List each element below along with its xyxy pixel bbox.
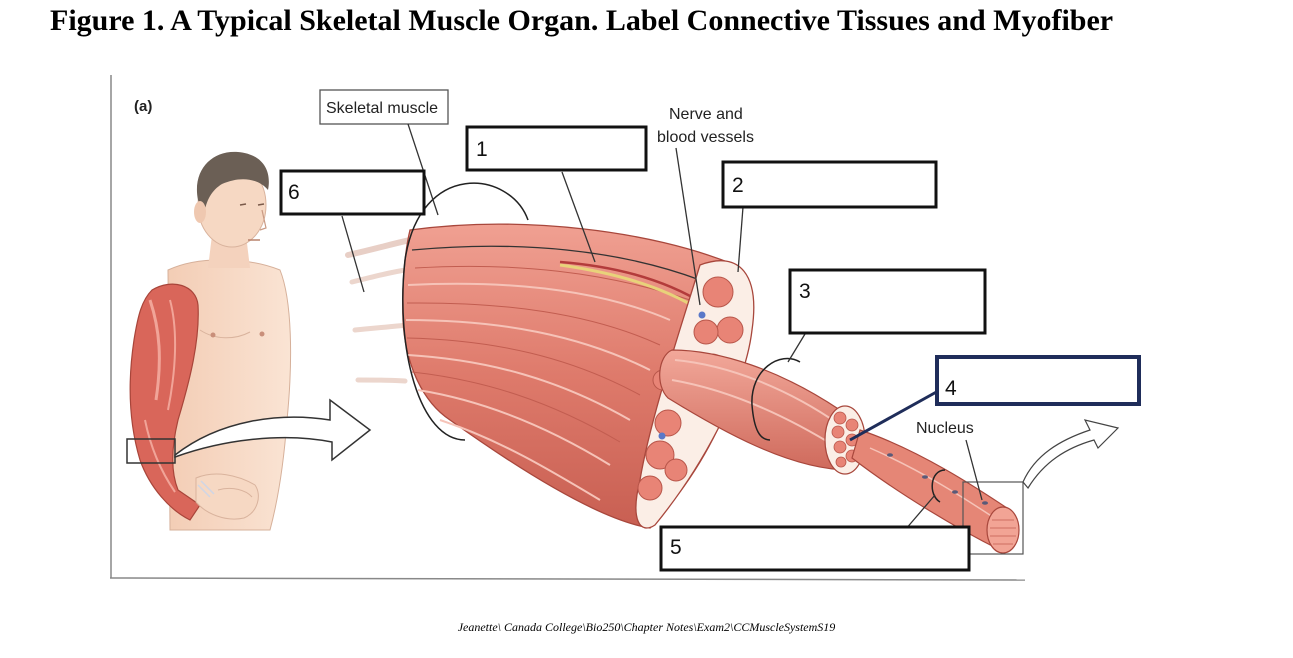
leader-2	[737, 206, 744, 273]
frame-bottom-line	[109, 577, 1026, 581]
label-number-3: 3	[799, 280, 811, 303]
leader-4	[849, 388, 941, 442]
zoom-arrow	[174, 398, 372, 462]
skeletal-muscle-caption: Skeletal muscle	[326, 100, 438, 117]
forearm-detail-box	[126, 438, 176, 464]
fiber-detail-box	[962, 481, 1024, 555]
label-box-6[interactable]	[279, 169, 426, 216]
label-number-1: 1	[476, 138, 488, 161]
leader-1	[561, 171, 596, 263]
nucleus-caption: Nucleus	[916, 420, 974, 437]
label-box-4[interactable]	[935, 355, 1141, 406]
panel-label: (a)	[134, 98, 152, 115]
epimysium-ring	[402, 182, 529, 441]
label-box-5[interactable]	[659, 525, 971, 572]
fiber-zoom-arrow	[1022, 419, 1120, 490]
label-box-2[interactable]	[721, 160, 938, 209]
label-number-5: 5	[670, 536, 682, 559]
leader-5	[904, 494, 936, 531]
leader-3	[787, 333, 806, 363]
label-number-2: 2	[732, 174, 744, 197]
leader-nerve	[675, 147, 701, 306]
page-title: Figure 1. A Typical Skeletal Muscle Orga…	[50, 4, 1114, 37]
arm-muscles	[129, 283, 201, 521]
nerve-caption-line1: Nerve and	[669, 106, 743, 123]
muscle-fiber	[851, 419, 1120, 555]
label-number-4: 4	[945, 377, 957, 400]
nerve-caption-line2: blood vessels	[657, 129, 754, 146]
label-box-1[interactable]	[465, 125, 648, 172]
leader-nucleus	[965, 439, 983, 501]
footer-path: Jeanette\ Canada College\Bio250\Chapter …	[457, 620, 836, 634]
perimysium-ring	[751, 357, 801, 441]
leader-6	[341, 215, 365, 293]
endomysium-ring	[931, 469, 946, 503]
human-figure	[126, 151, 292, 531]
label-box-3[interactable]	[788, 268, 987, 335]
skeletal-muscle-caption-box	[319, 89, 449, 125]
label-number-6: 6	[288, 181, 300, 204]
